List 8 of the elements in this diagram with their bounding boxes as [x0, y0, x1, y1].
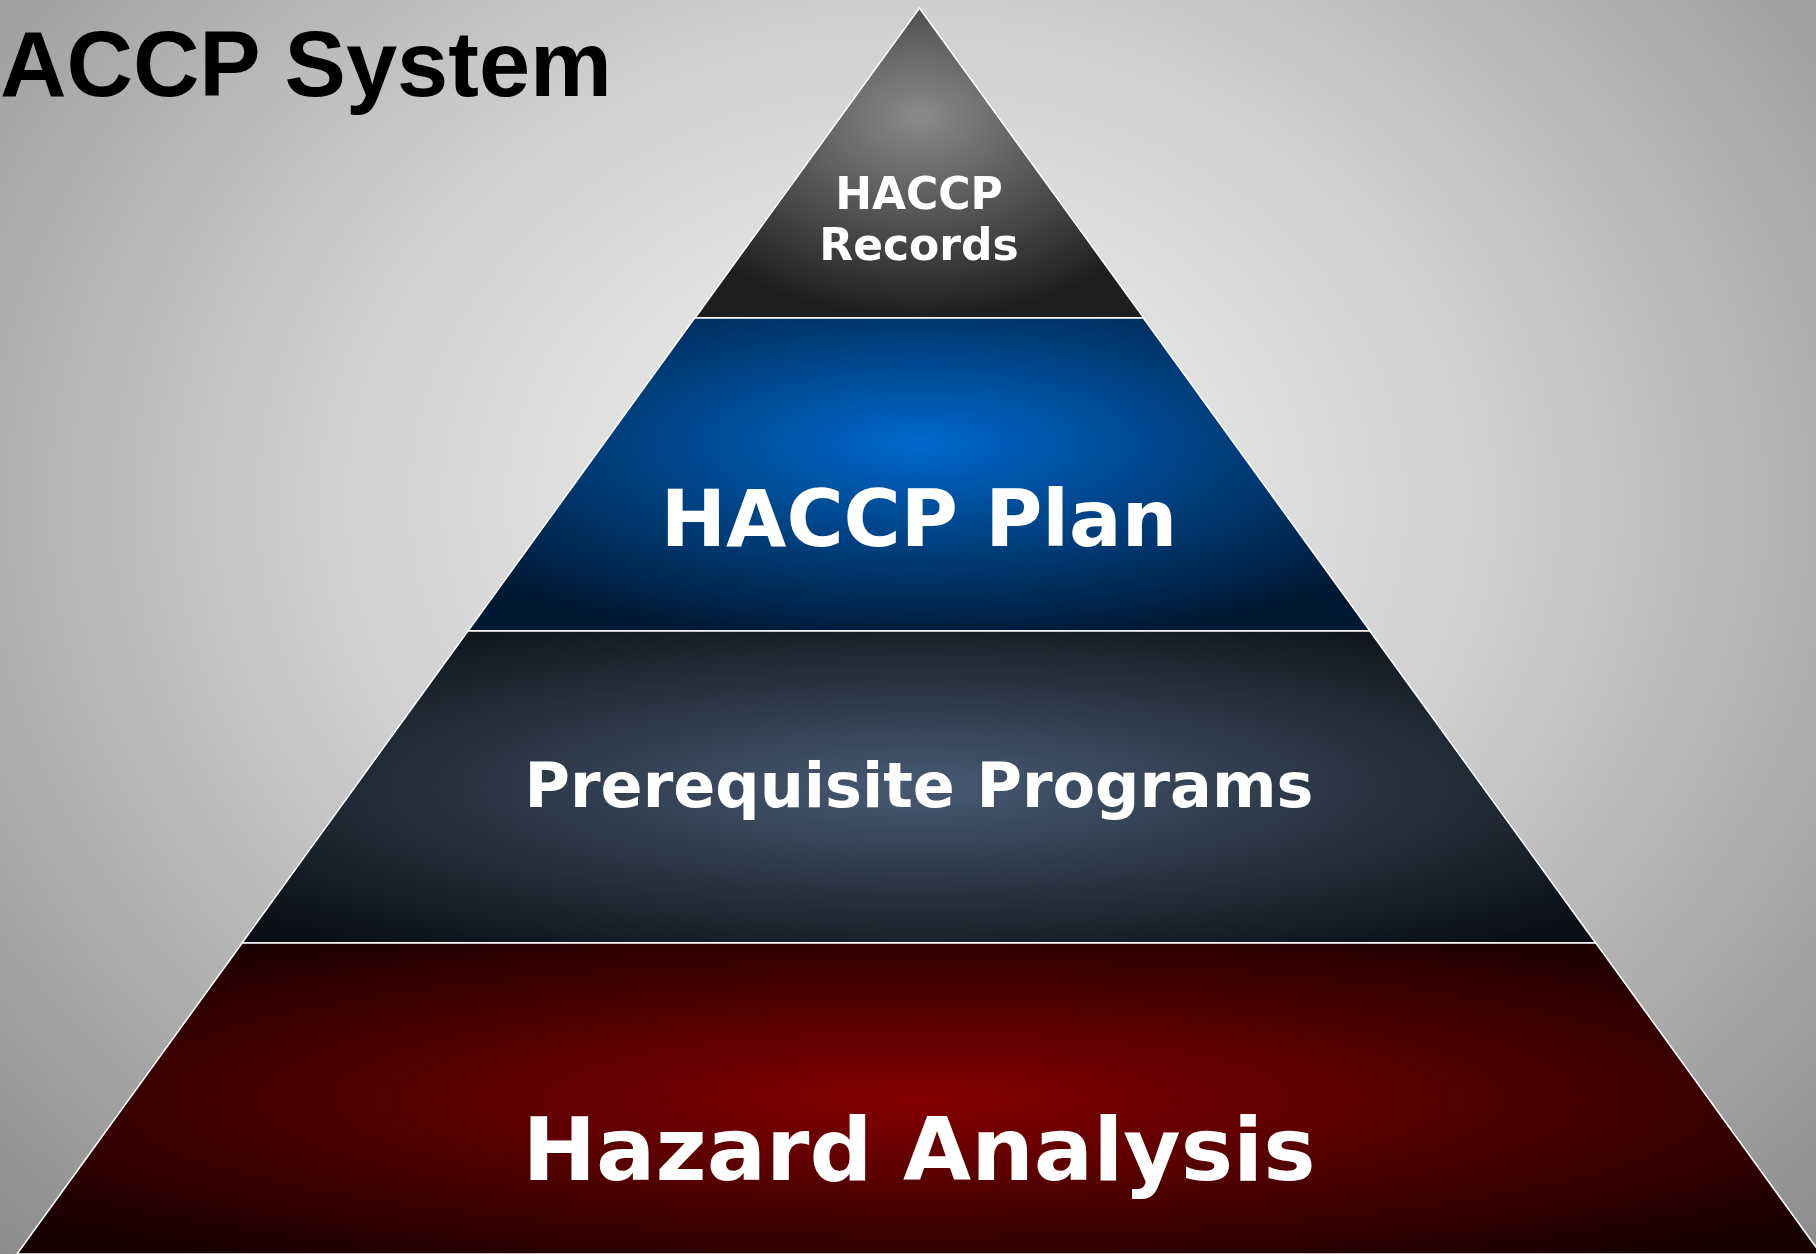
- tier-label: Prerequisite Programs: [523, 749, 1315, 821]
- slide-title: ACCP System: [0, 12, 612, 117]
- tier-label: Hazard Analysis: [521, 1098, 1317, 1200]
- pyramid-top: [694, 8, 1144, 318]
- tier-label: HACCP Plan: [659, 474, 1179, 565]
- tier-label: HACCP Records: [818, 169, 1020, 271]
- pyramid-tier: [242, 631, 1596, 943]
- pyramid-tier: [17, 943, 1816, 1254]
